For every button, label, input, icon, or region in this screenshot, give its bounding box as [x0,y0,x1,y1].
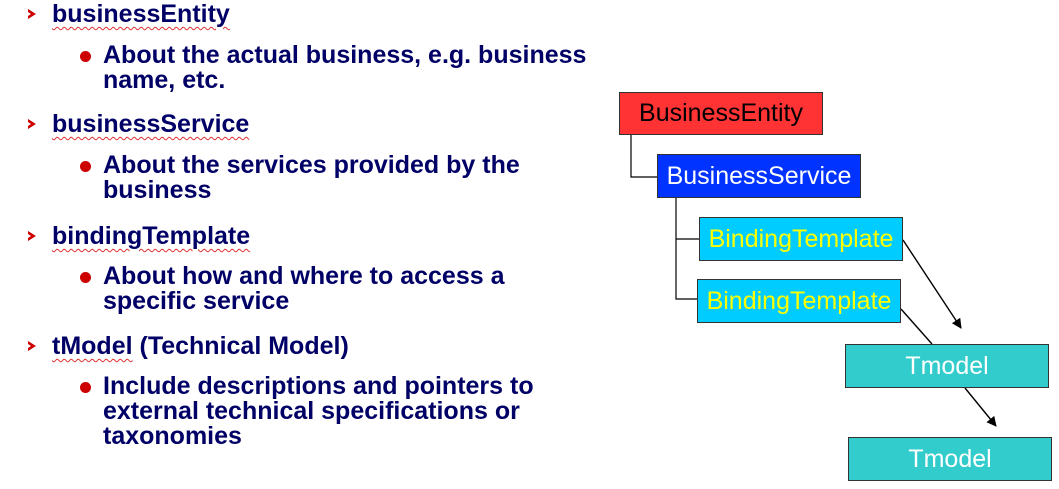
entity-service-connector [630,135,657,178]
tmodel-tmodel-arrow [964,387,997,427]
bullet-detail-tmodel: Include descriptions and pointers to ext… [103,372,534,450]
bullet-detail-business-service: About the services provided by the busin… [103,151,520,204]
bullet-heading-business-entity: businessEntity [52,0,230,28]
binding-template-box: BindingTemplate [699,217,903,261]
bullet-term-suffix: (Technical Model) [132,332,349,360]
bullet-term: tModel [52,332,133,360]
binding-template-box: BindingTemplate [697,279,901,323]
bullet-term: bindingTemplate [52,222,251,250]
business-service-box: BusinessService [657,154,861,198]
bullet-heading-business-service: businessService [52,110,249,138]
arrow-bullet-icon [28,341,36,351]
bullet-detail-binding-template: About how and where to access a specific… [103,262,505,315]
bullet-term: businessEntity [52,0,230,28]
tmodel-box: Tmodel [848,437,1052,481]
dot-bullet-icon [80,382,91,393]
arrow-bullet-icon [28,231,36,241]
business-entity-box: BusinessEntity [619,92,823,135]
arrow-bullet-icon [28,119,36,129]
arrow-bullet-icon [28,9,36,19]
dot-bullet-icon [80,161,91,172]
bullet-heading-tmodel: tModel (Technical Model) [52,332,349,360]
service-binding-connector [675,198,697,300]
bullet-term: businessService [52,110,250,138]
bullet-detail-business-entity: About the actual business, e.g. business… [103,41,587,94]
binding1-tmodel-arrow [902,239,962,329]
dot-bullet-icon [80,272,91,283]
dot-bullet-icon [80,51,91,62]
bullet-heading-binding-template: bindingTemplate [52,222,250,250]
tmodel-box: Tmodel [845,344,1049,388]
binding2-tmodel-connector [900,308,933,345]
